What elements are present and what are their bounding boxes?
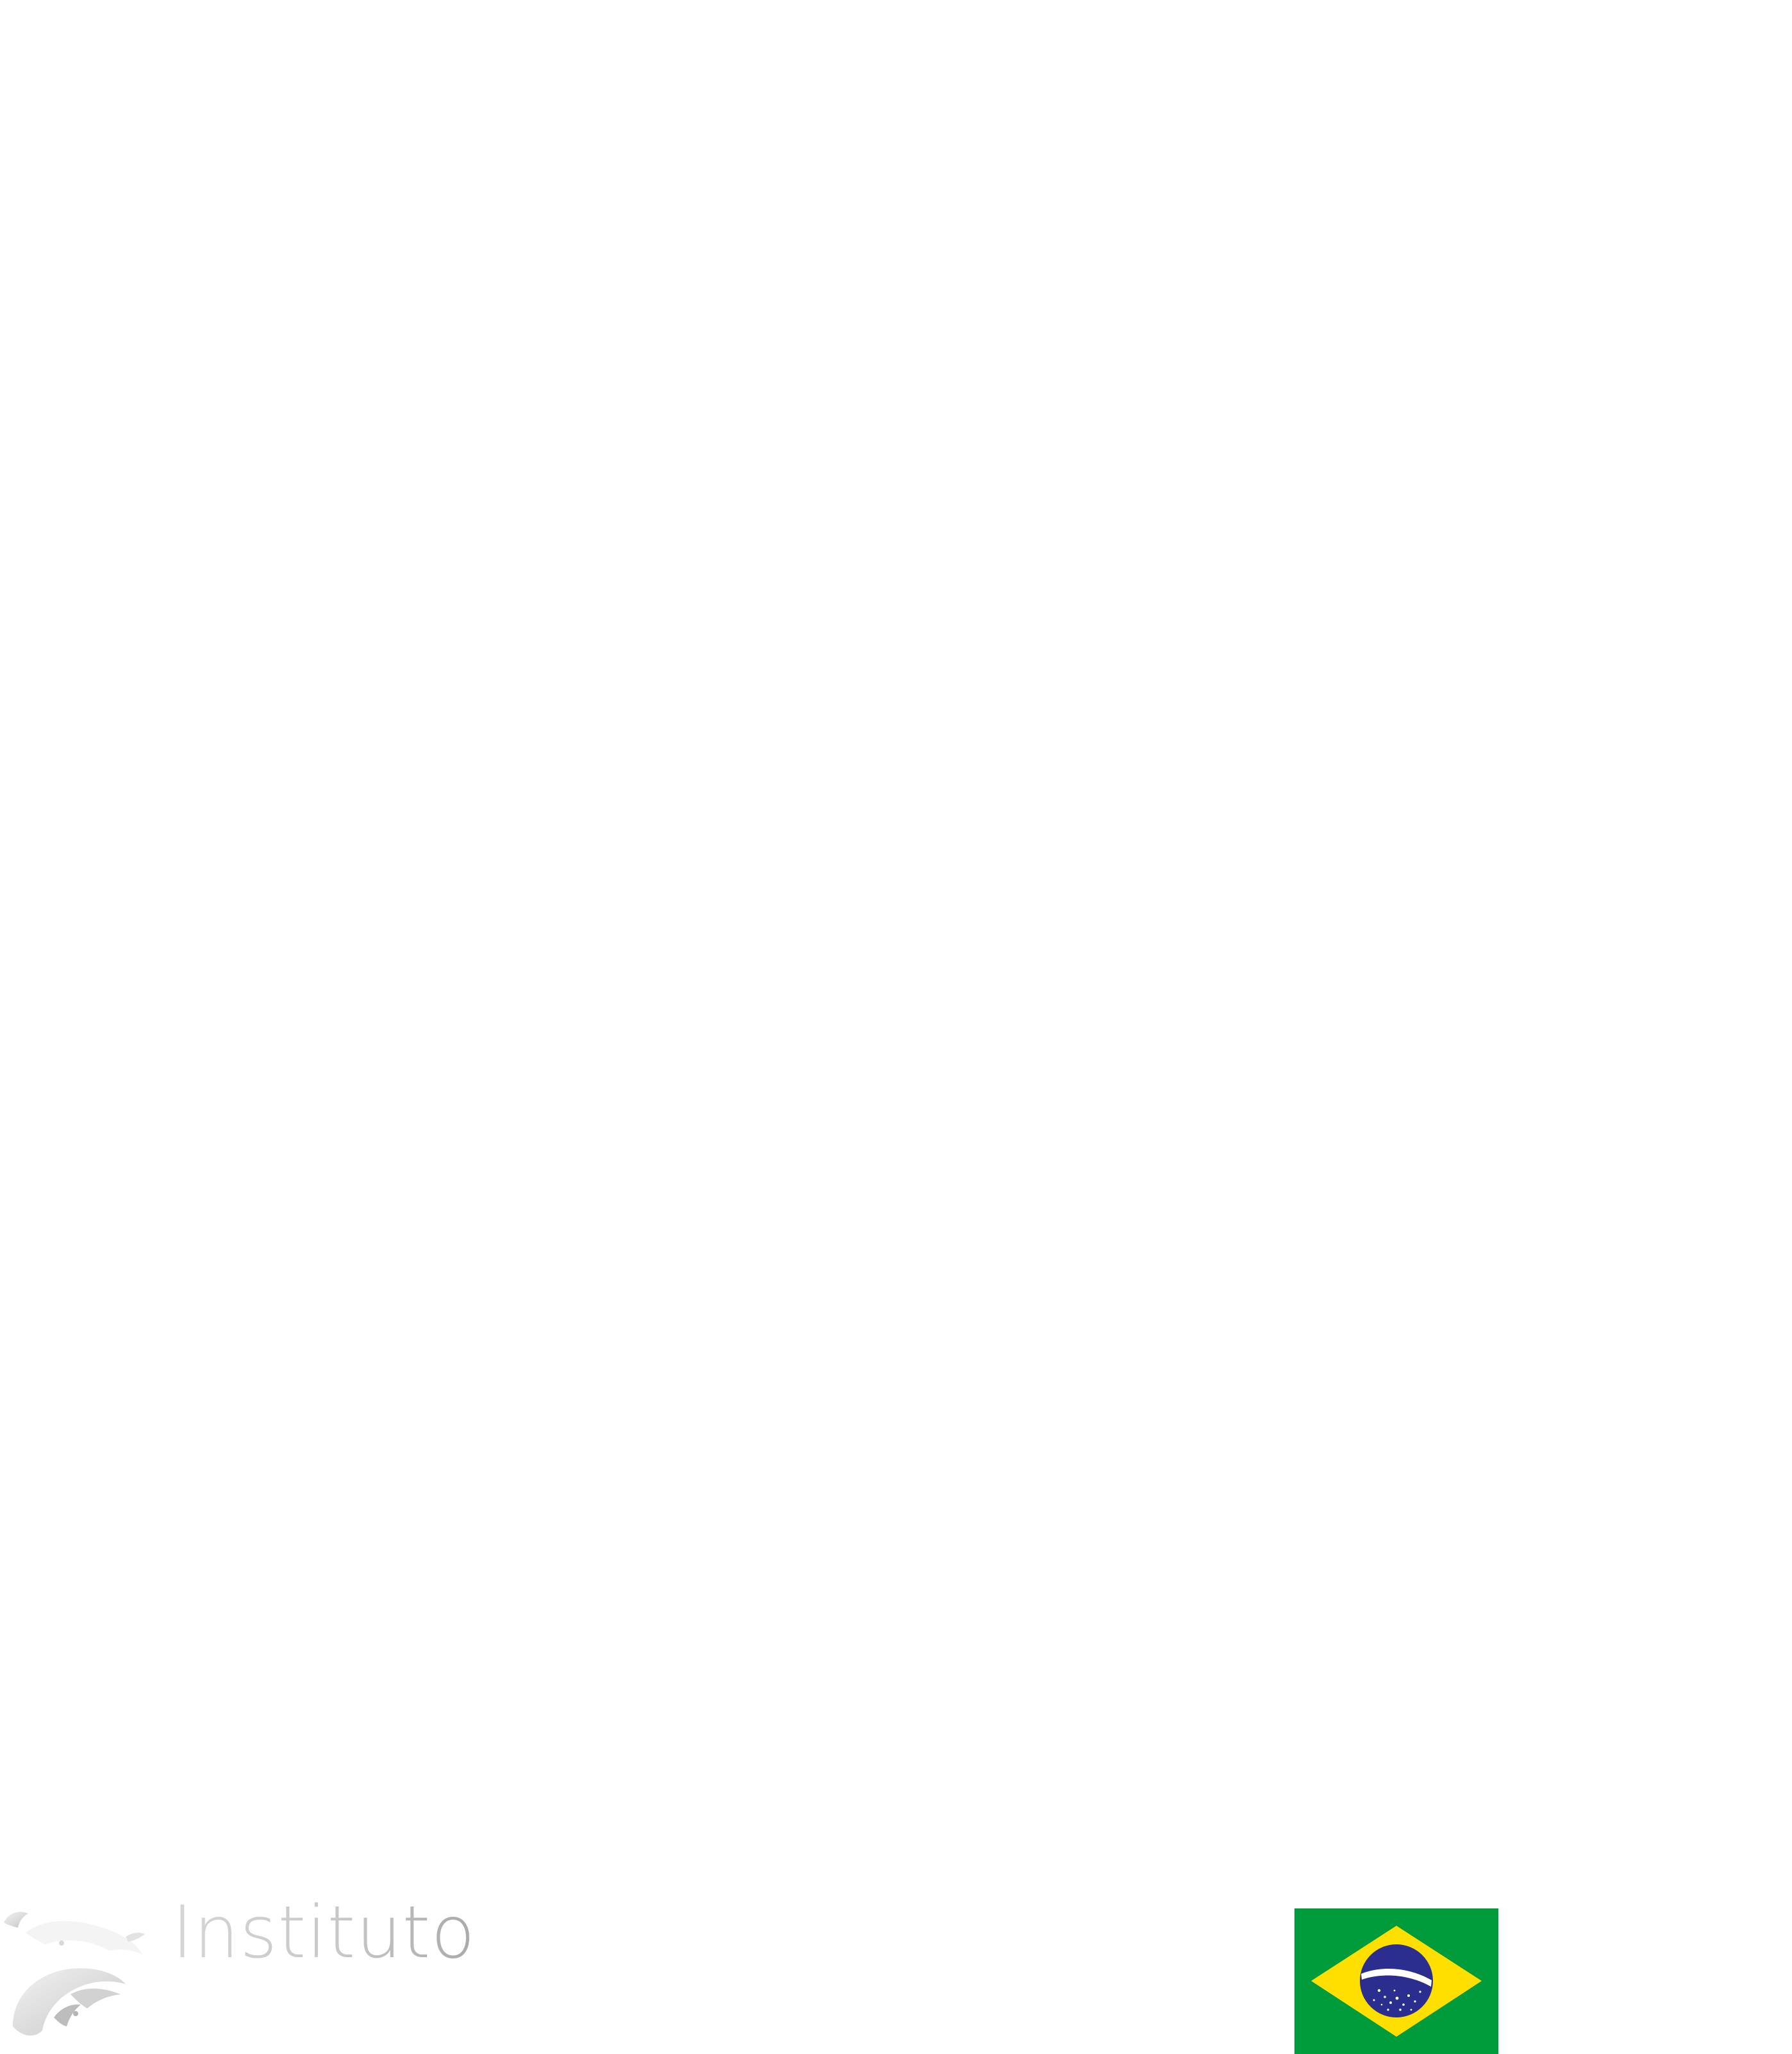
logo-text: Instituto xyxy=(172,1891,476,1974)
blank-page-area xyxy=(0,0,1792,1898)
instituto-logo: Instituto xyxy=(0,1892,475,2054)
bird-emblem-icon xyxy=(4,1912,145,2036)
brazil-flag-icon xyxy=(1294,1908,1498,2054)
